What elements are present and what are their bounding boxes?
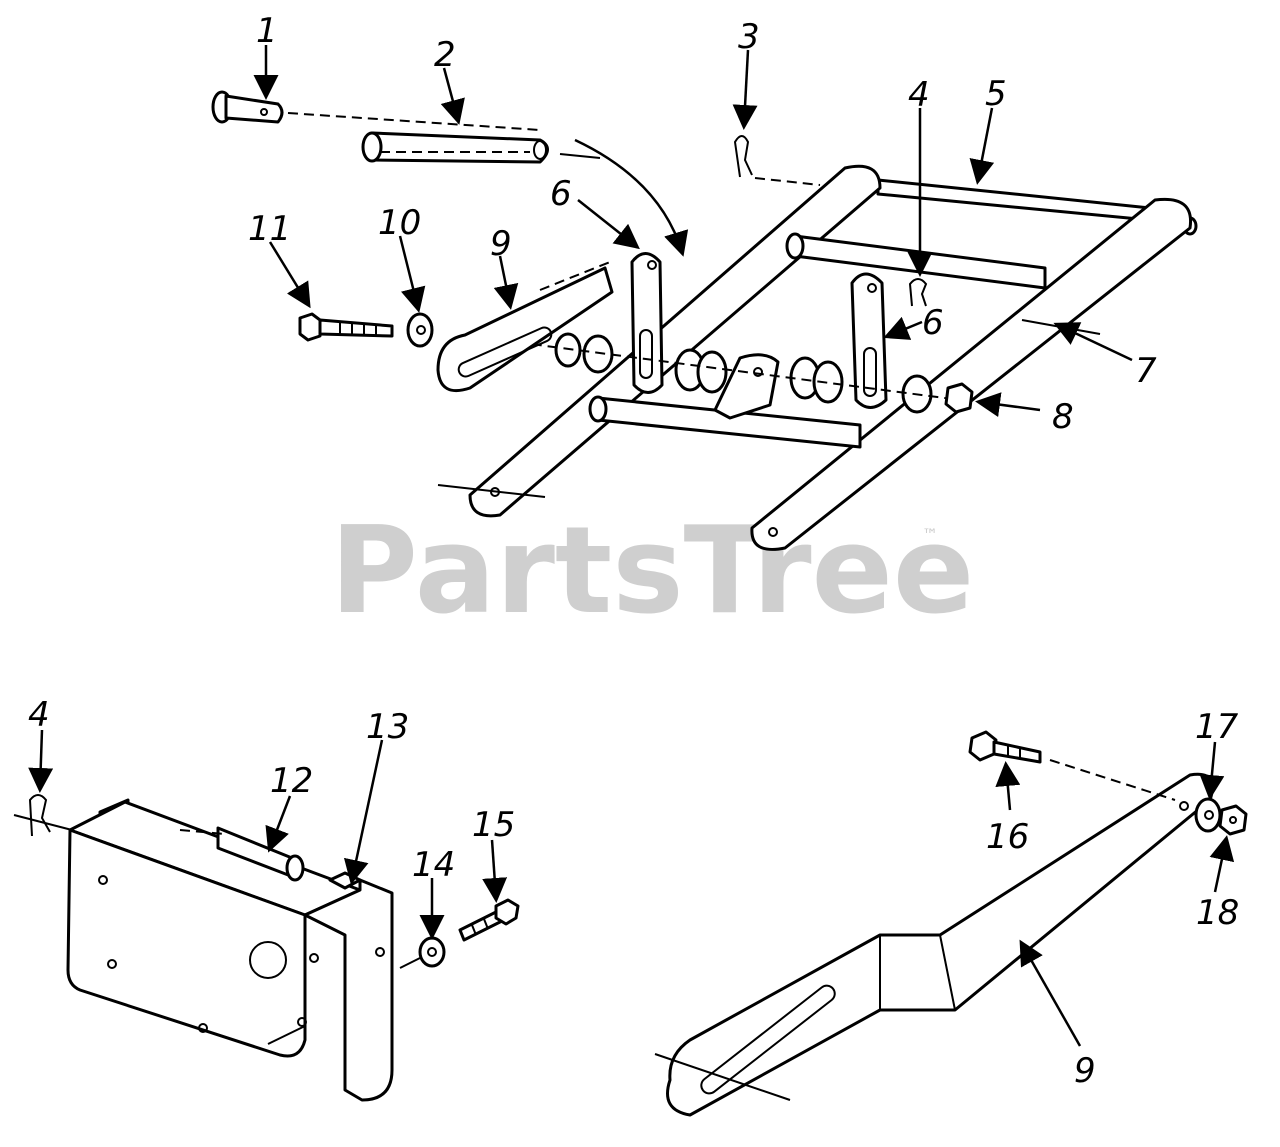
spacers-left: [554, 332, 728, 394]
part-2-tube: [361, 131, 689, 257]
callout-14: 14: [412, 845, 455, 885]
bottom-right-leaders: [995, 741, 1235, 1047]
part-11-bolt: [298, 312, 394, 342]
callout-labels: 1 2 3 4 5 6 6 7 8 9 10 11 4 12 13 14 15 …: [28, 11, 1239, 1091]
bottom-left-leaders: [28, 729, 508, 940]
watermark-text: PartsTree: [330, 502, 974, 641]
part-4-hairpin-clip-top: [908, 278, 928, 307]
part-1-clevis-pin: [211, 90, 541, 131]
callout-5: 5: [985, 74, 1007, 114]
part-12-pin: [179, 826, 305, 882]
callout-9-bottom: 9: [1074, 1051, 1096, 1091]
callout-8: 8: [1052, 397, 1074, 437]
callout-15: 15: [472, 805, 515, 845]
part-16-bolt: [968, 730, 1176, 801]
part-10-washer: [406, 312, 434, 348]
part-3-hairpin-clip: [733, 135, 821, 186]
watermark-trademark: ™: [922, 525, 938, 544]
callout-7: 7: [1135, 351, 1157, 391]
part-6-link-left: [630, 252, 664, 394]
part-14-washer: [399, 936, 446, 969]
callout-13: 13: [366, 707, 409, 747]
callout-4-top: 4: [908, 75, 930, 115]
callout-16: 16: [986, 817, 1029, 857]
part-4-hairpin-clip-bottom: [13, 794, 73, 837]
part-8-nut: [944, 382, 974, 414]
callout-10: 10: [378, 203, 421, 243]
callout-2: 2: [434, 35, 456, 75]
top-assembly: [211, 90, 1198, 551]
callout-17: 17: [1195, 707, 1239, 747]
part-7-frame: [437, 164, 1193, 551]
callout-1: 1: [256, 11, 278, 51]
center-bracket: [713, 353, 780, 420]
callout-6-left: 6: [550, 174, 572, 214]
callout-18: 18: [1196, 893, 1239, 933]
part-18-nut: [1218, 804, 1248, 836]
part-13-bracket-assembly: [66, 798, 394, 1102]
callout-4-bottom: 4: [28, 695, 50, 735]
callout-3: 3: [738, 17, 760, 57]
part-15-bolt: [458, 898, 520, 942]
callout-6-right: 6: [922, 303, 944, 343]
callout-11: 11: [248, 209, 291, 249]
top-leaders: [253, 45, 1133, 418]
callout-12: 12: [270, 761, 313, 801]
part-9-arm-top: [436, 261, 614, 393]
part-6-link-right: [850, 272, 888, 409]
callout-9-top: 9: [490, 224, 512, 264]
part-17-washer: [1194, 797, 1222, 833]
part-9-arm-bottom: [654, 772, 1214, 1117]
